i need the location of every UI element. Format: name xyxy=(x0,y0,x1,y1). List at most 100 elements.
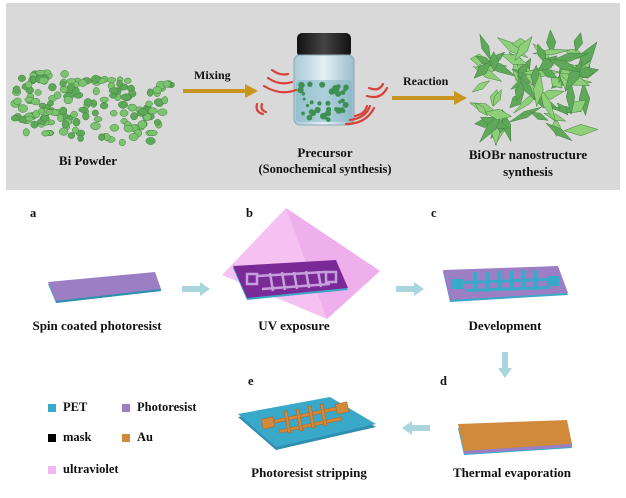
precursor-particle xyxy=(298,81,305,89)
bi-particle xyxy=(70,111,78,118)
step-e-photoresist-stripping xyxy=(238,397,376,450)
legend-swatch-au xyxy=(122,434,130,442)
bi-particle xyxy=(83,98,93,107)
precursor-particle xyxy=(326,106,332,113)
bi-particle xyxy=(59,80,67,87)
bi-particle xyxy=(37,108,45,115)
bi-particle xyxy=(120,93,132,101)
precursor-particle xyxy=(319,81,326,88)
bi-particle xyxy=(66,78,76,85)
reaction-label: Reaction xyxy=(403,74,449,88)
legend-label-mask: mask xyxy=(63,430,92,444)
step-c-development xyxy=(443,266,568,302)
bi-particle xyxy=(152,86,162,94)
bi-particle xyxy=(145,137,156,145)
bi-particle xyxy=(116,80,123,88)
bi-particle xyxy=(30,120,39,129)
precursor-label: Precursor xyxy=(297,145,353,160)
bi-particle xyxy=(90,121,101,131)
mixing-label: Mixing xyxy=(194,68,231,82)
bi-particle xyxy=(58,127,69,136)
bi-particle xyxy=(59,85,69,94)
biobr-nanostructure-image xyxy=(469,29,600,147)
bi-particle xyxy=(72,117,81,127)
flow-arrow xyxy=(402,421,430,435)
bi-particle xyxy=(78,79,88,87)
biobr-label: BiOBr nanostructure xyxy=(468,147,588,162)
bi-particle xyxy=(78,106,88,113)
bi-particle xyxy=(77,134,84,142)
precursor-particle xyxy=(335,86,340,92)
precursor-particle xyxy=(320,112,327,120)
biobr-sheet xyxy=(529,111,549,121)
legend-label-pet: PET xyxy=(63,400,88,414)
biobr-sheet xyxy=(493,88,502,107)
precursor-particle xyxy=(307,81,313,88)
bi-particle xyxy=(99,96,109,103)
bi-particle xyxy=(45,109,53,115)
reaction-arrow xyxy=(392,91,467,105)
step-b-letter: b xyxy=(246,206,253,220)
step-a-substrate xyxy=(48,272,161,303)
step-e-letter: e xyxy=(248,374,254,388)
bi-particle xyxy=(59,106,68,115)
mixing-arrow xyxy=(183,84,258,98)
step-a-caption: Spin coated photoresist xyxy=(32,318,162,333)
bi-particle xyxy=(17,74,26,82)
step-d-caption: Thermal evaporation xyxy=(452,465,572,480)
bi-particle xyxy=(60,70,69,78)
biobr-sheet xyxy=(500,54,529,65)
biobr-sheet xyxy=(484,108,513,121)
step-d-thermal-evaporation xyxy=(458,420,572,455)
bi-particle xyxy=(93,116,103,123)
precursor-particle xyxy=(297,87,304,94)
precursor-particle xyxy=(308,109,315,115)
biobr-sheet xyxy=(471,80,491,93)
bi-particle xyxy=(100,102,109,110)
bi-particle xyxy=(67,132,76,139)
step-e-caption: Photoresist stripping xyxy=(251,465,367,480)
bi-powder-label: Bi Powder xyxy=(58,153,118,168)
bi-particle xyxy=(38,102,47,109)
biobr-sheet xyxy=(578,81,591,117)
bi-particle xyxy=(123,124,134,133)
precursor-particle xyxy=(301,111,305,116)
bi-particle xyxy=(162,80,171,88)
biobr-sheet xyxy=(547,58,581,73)
bi-particle xyxy=(107,77,117,84)
bi-particle xyxy=(98,133,106,141)
bi-particle xyxy=(91,109,99,117)
step-b-uv-exposure xyxy=(222,208,380,319)
biobr-sheet xyxy=(514,35,533,62)
precursor-particle xyxy=(325,100,331,106)
bi-particle xyxy=(31,98,41,106)
bi-particle xyxy=(63,95,73,105)
precursor-particle xyxy=(335,90,342,97)
bi-particle xyxy=(153,119,162,126)
precursor-particle xyxy=(339,107,345,113)
precursor-sublabel: (Sonochemical synthesis) xyxy=(258,162,392,176)
legend-swatch-pet xyxy=(48,404,56,412)
precursor-jar-image xyxy=(293,33,355,126)
step-a-letter: a xyxy=(30,206,37,220)
flow-arrow xyxy=(396,282,424,296)
step-c-letter: c xyxy=(431,206,437,220)
precursor-particle xyxy=(301,92,306,96)
precursor-particle xyxy=(309,100,314,105)
bi-particle xyxy=(34,89,42,96)
bi-particle xyxy=(48,83,57,92)
biobr-sheet xyxy=(539,68,559,79)
bi-particle xyxy=(91,74,101,83)
bi-particle xyxy=(82,112,90,121)
precursor-particle xyxy=(343,87,348,92)
bi-particle xyxy=(22,128,30,137)
precursor-particle xyxy=(340,90,346,95)
step-b-caption: UV exposure xyxy=(258,318,330,333)
legend-swatch-ultraviolet xyxy=(48,466,56,474)
biobr-sheet xyxy=(556,102,569,116)
bi-particle xyxy=(12,85,21,94)
legend-label-ultraviolet: ultraviolet xyxy=(63,462,119,476)
bi-particle xyxy=(35,69,46,76)
bi-particle xyxy=(147,129,158,137)
